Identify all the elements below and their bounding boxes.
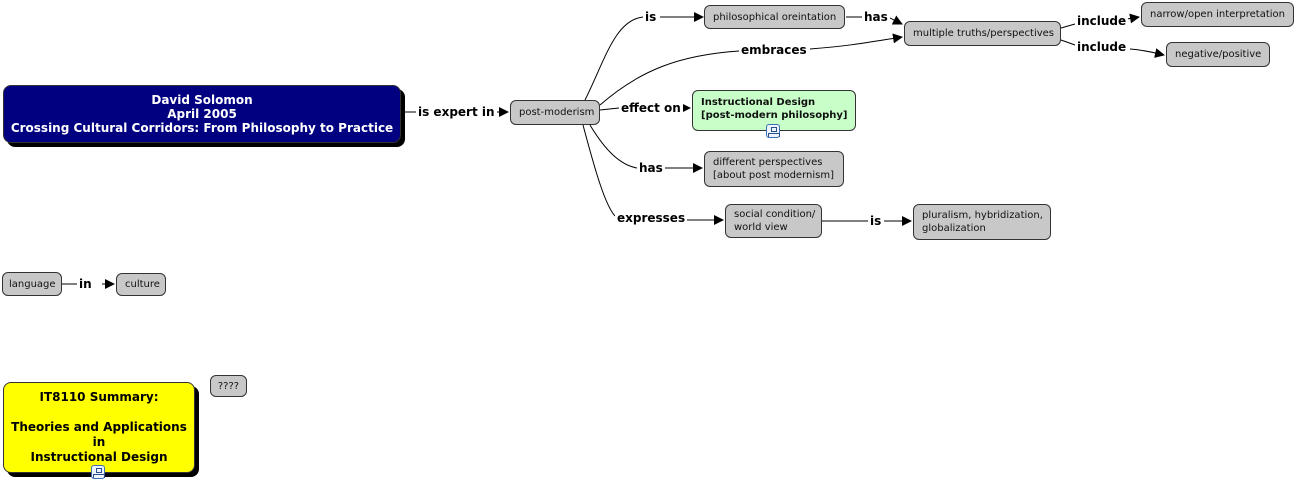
concept-unknown[interactable]: ???? [210, 375, 247, 397]
link-line [1060, 23, 1076, 29]
link-label-is[interactable]: is [868, 214, 884, 228]
link-line [584, 16, 644, 101]
concept-it8110-summary[interactable]: IT8110 Summary: Theories and Application… [3, 382, 195, 473]
linked-cmap-icon[interactable] [766, 124, 780, 138]
concept-post-moderism[interactable]: post-moderism [510, 100, 600, 125]
link-label-is-expert-in[interactable]: is expert in [416, 105, 497, 119]
concept-narrow-open[interactable]: narrow/open interpretation [1141, 2, 1294, 27]
concept-negative-positive[interactable]: negative/positive [1166, 42, 1270, 67]
link-label-is[interactable]: is [643, 10, 659, 24]
concept-social-condition[interactable]: social condition/ world view [725, 204, 822, 238]
link-line [887, 15, 903, 25]
link-label-include[interactable]: include [1075, 14, 1129, 28]
concept-language[interactable]: language [2, 272, 62, 296]
concept-philosophical-orientation[interactable]: philosophical oreintation [704, 5, 845, 29]
link-label-has[interactable]: has [862, 10, 890, 24]
link-label-effect-on[interactable]: effect on [619, 101, 683, 115]
concept-different-perspectives[interactable]: different perspectives [about post moder… [704, 151, 844, 187]
concept-pluralism[interactable]: pluralism, hybridization, globalization [913, 204, 1051, 240]
concept-instructional-design[interactable]: Instructional Design [post-modern philos… [692, 90, 856, 131]
link-label-expresses[interactable]: expresses [615, 211, 688, 225]
link-label-embraces[interactable]: embraces [739, 43, 809, 57]
link-line [809, 33, 903, 50]
link-label-has[interactable]: has [637, 161, 665, 175]
link-line [599, 50, 740, 106]
concept-multiple-truths[interactable]: multiple truths/perspectives [904, 21, 1061, 46]
linked-cmap-icon[interactable] [91, 465, 105, 479]
link-label-include[interactable]: include [1075, 40, 1129, 54]
link-line [589, 124, 638, 169]
link-line [1129, 48, 1165, 58]
link-line [582, 124, 616, 217]
concept-culture[interactable]: culture [116, 273, 166, 296]
link-line [599, 107, 620, 111]
link-line [1126, 13, 1140, 24]
concept-david-solomon[interactable]: David Solomon April 2005 Crossing Cultur… [3, 85, 401, 143]
link-line [1060, 39, 1076, 46]
link-label-in[interactable]: in [77, 277, 94, 291]
